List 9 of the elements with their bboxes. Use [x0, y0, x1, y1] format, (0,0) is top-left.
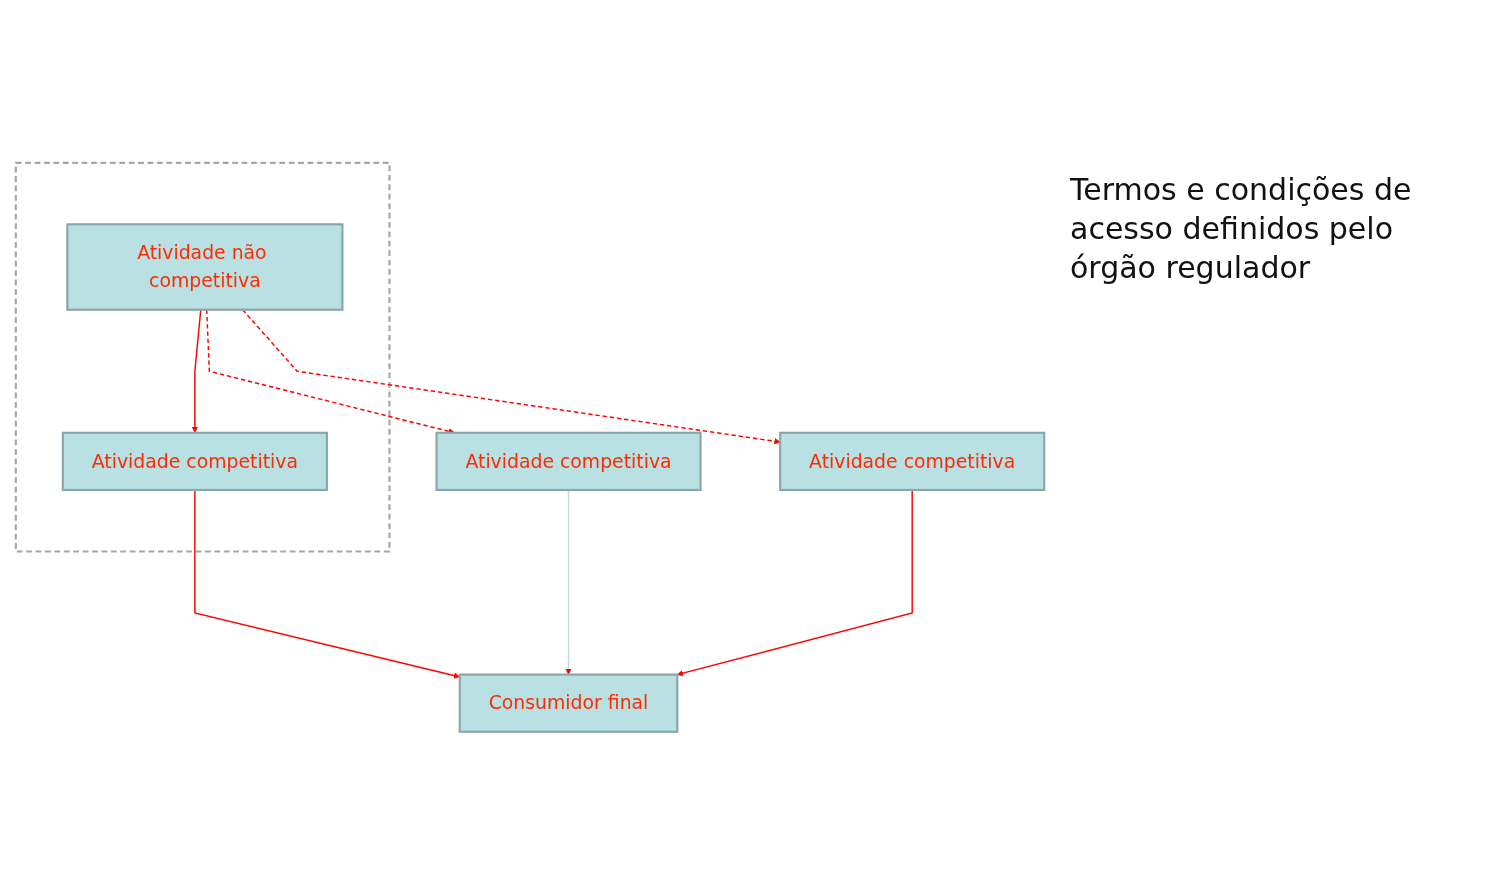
note-text: Termos e condições de acesso definidos pelo órgão regulador: [1070, 171, 1413, 287]
node-box: Consumidor final: [458, 673, 679, 734]
node-box: Atividade não competitiva: [66, 223, 344, 312]
node-box: Atividade competitiva: [61, 431, 328, 492]
arrow: [191, 309, 202, 434]
arrow: [241, 309, 781, 445]
node-box: Atividade competitiva: [435, 431, 702, 492]
node-box: Atividade competitiva: [779, 431, 1046, 492]
cluster: [14, 161, 391, 553]
